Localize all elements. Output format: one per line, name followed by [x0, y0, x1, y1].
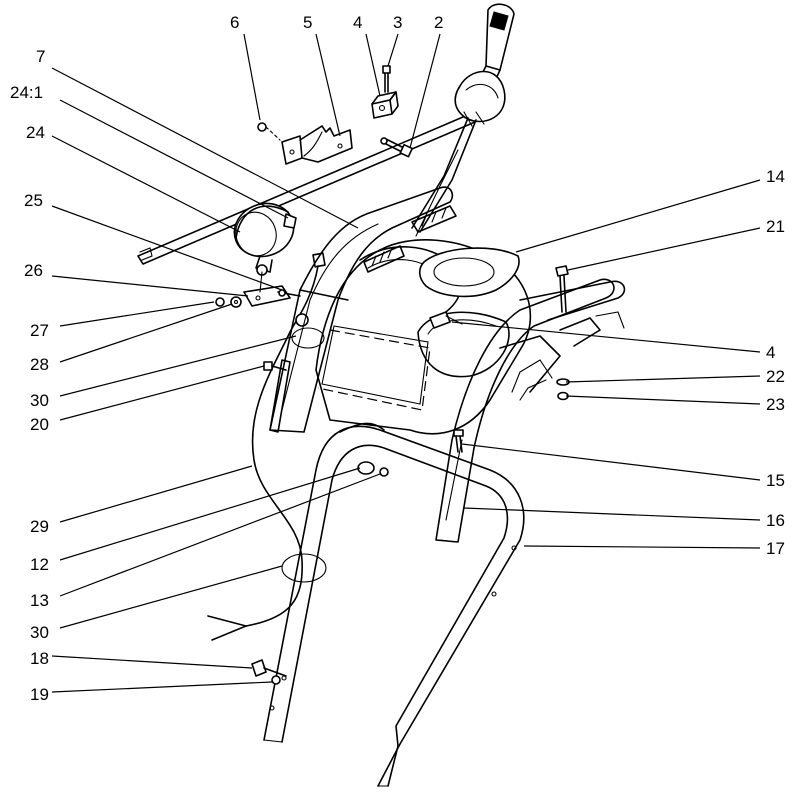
callout-24: 24 — [26, 123, 45, 142]
callout-15: 15 — [766, 471, 785, 490]
parts-drawing — [137, 3, 626, 787]
callout-labels: 6 5 4 3 2 7 24:1 24 25 26 27 28 30 20 29… — [10, 13, 785, 704]
wire-tie-item-30-lower — [281, 553, 327, 583]
shift-lever-boot — [411, 3, 515, 237]
callout-17: 17 — [766, 539, 785, 558]
callout-12: 12 — [30, 555, 49, 574]
callout-18: 18 — [30, 649, 49, 668]
leader-lines — [51, 33, 761, 693]
control-lever-left — [363, 205, 457, 273]
bolt-item-18 — [251, 659, 287, 677]
callout-30-upper: 30 — [30, 391, 49, 410]
callout-22: 22 — [766, 367, 785, 386]
callout-4-right: 4 — [766, 343, 775, 362]
wire-harness-item-29 — [207, 252, 326, 641]
callout-3: 3 — [393, 13, 402, 32]
callout-24-1: 24:1 — [10, 83, 43, 102]
right-handle-rail-item-16 — [435, 278, 615, 543]
callout-16: 16 — [766, 511, 785, 530]
nut-item-6 — [257, 122, 281, 141]
washer-item-28 — [230, 296, 242, 308]
knob-item-12 — [357, 461, 375, 475]
pad-item-14 — [418, 247, 520, 298]
callout-21: 21 — [766, 217, 785, 236]
callout-28: 28 — [30, 355, 49, 374]
nut-item-13 — [379, 467, 389, 477]
callout-26: 26 — [24, 261, 43, 280]
callout-14: 14 — [766, 167, 785, 186]
bolt-item-2 — [380, 137, 414, 158]
callout-30-lower: 30 — [30, 623, 49, 642]
callout-4-top: 4 — [353, 13, 362, 32]
callout-5: 5 — [303, 13, 312, 32]
callout-23: 23 — [766, 395, 785, 414]
light-bracket-item-26 — [243, 271, 291, 307]
upper-handle-item-7 — [269, 186, 454, 433]
callout-25: 25 — [24, 191, 43, 210]
callout-6: 6 — [230, 13, 239, 32]
lower-handle-frame-item-17 — [263, 422, 525, 787]
callout-7: 7 — [36, 47, 45, 66]
callout-19: 19 — [30, 685, 49, 704]
nut-item-19 — [271, 675, 281, 685]
callout-29: 29 — [30, 517, 49, 536]
callout-27: 27 — [30, 321, 49, 340]
callout-13: 13 — [30, 591, 49, 610]
bolt-item-3 — [382, 65, 391, 93]
clamp-item-4 — [371, 91, 399, 119]
callout-20: 20 — [30, 415, 49, 434]
light-bracket — [281, 125, 353, 165]
wire-tie-item-30-upper — [291, 327, 325, 349]
callout-2: 2 — [434, 13, 443, 32]
screw-item-15 — [453, 429, 464, 453]
nut-item-27 — [215, 297, 225, 307]
headlight-item-24 — [233, 202, 297, 276]
bolt-item-21 — [555, 265, 569, 313]
